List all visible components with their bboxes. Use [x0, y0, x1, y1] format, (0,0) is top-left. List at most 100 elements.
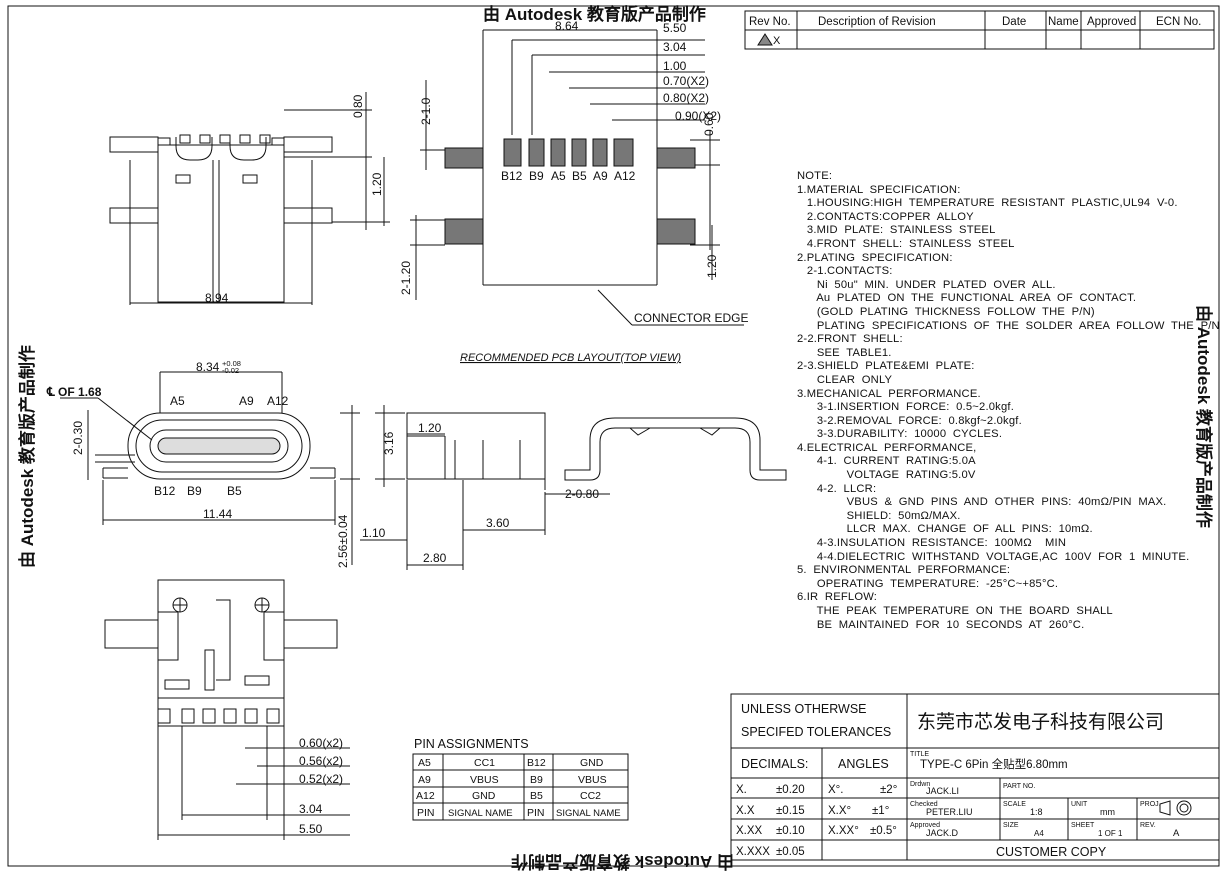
pcb-dim-080: 0.80(X2) — [663, 91, 709, 105]
approved-label: Approved — [910, 822, 940, 829]
pcb-pad-b9 — [528, 138, 545, 167]
note-line: 4.FRONT SHELL: STAINLESS STEEL — [797, 237, 1015, 250]
front-pin-a9: A9 — [239, 394, 254, 408]
side-view-360-dim: 3.60 — [486, 516, 510, 530]
scale-label: SCALE — [1003, 801, 1026, 808]
pin-cell: A9 — [418, 774, 431, 786]
rev-label: REV. — [1140, 822, 1156, 829]
note-line: SHIELD: 50mΩ/MAX. — [797, 509, 961, 522]
pcb-dim-2-120: 2-1.20 — [399, 261, 413, 295]
title-label: TITLE — [910, 751, 929, 758]
note-line: 3.MID PLATE: STAINLESS STEEL — [797, 224, 996, 237]
note-line: NOTE: — [797, 170, 833, 182]
pin-cell: B12 — [527, 757, 546, 769]
front-view-tol-upper: +0.08 — [222, 359, 241, 368]
note-line: CLEAR ONLY — [797, 373, 893, 386]
pcb-pin-b12: B12 — [501, 169, 523, 183]
rev-header-approved: Approved — [1087, 16, 1136, 28]
note-line: 4-1. CURRENT RATING:5.0A — [797, 455, 976, 468]
scale-value: 1:8 — [1030, 807, 1043, 817]
size-label: SIZE — [1003, 822, 1019, 829]
customer-copy: CUSTOMER COPY — [996, 845, 1107, 859]
rev-header-no: Rev No. — [749, 16, 791, 28]
note-line: 3-2.REMOVAL FORCE: 0.8kgf~2.0kgf. — [797, 414, 1022, 427]
pin-cell: B5 — [530, 790, 543, 802]
pcb-pin-a12: A12 — [614, 169, 636, 183]
decimals-label: DECIMALS: — [741, 757, 808, 771]
note-line: 3.MECHANICAL PERFORMANCE. — [797, 387, 981, 400]
front-pin-b12: B12 — [154, 484, 176, 498]
checked-label: Checked — [910, 801, 938, 808]
front-pin-b9: B9 — [187, 484, 202, 498]
rev-header-ecn: ECN No. — [1156, 16, 1201, 28]
pcb-dim-070: 0.70(X2) — [663, 74, 709, 88]
pin-cell: A12 — [416, 790, 435, 802]
pin-cell: CC2 — [580, 790, 601, 802]
note-line: BE MAINTAINED FOR 10 SECONDS AT 260°C. — [797, 618, 1085, 631]
tol-cell: ±2° — [880, 784, 897, 796]
shell-front-view — [564, 417, 787, 481]
pcb-pad-a12 — [613, 138, 634, 167]
unit-value: mm — [1100, 807, 1115, 817]
revision-table: Rev No. Description of Revision Date Nam… — [744, 10, 1215, 50]
drawing-title: TYPE-C 6Pin 全贴型6.80mm — [920, 757, 1068, 771]
pin-cell: GND — [580, 757, 604, 769]
tol-cell: ±1° — [872, 805, 889, 817]
pcb-pad-right-bottom — [656, 218, 696, 245]
rev-header-date: Date — [1002, 16, 1026, 28]
pcb-pad-a5 — [550, 138, 566, 167]
pcb-pad-right-top — [656, 147, 696, 169]
note-line: LLCR MAX. CHANGE OF ALL PINS: 10mΩ. — [797, 523, 1093, 536]
pin-cell: GND — [472, 790, 496, 802]
note-line: Ni 50u" MIN. UNDER PLATED OVER ALL. — [797, 278, 1056, 291]
pin-cell: SIGNAL NAME — [448, 808, 513, 819]
pin-cell: VBUS — [470, 774, 499, 786]
note-line: 4-2. LLCR: — [797, 482, 877, 495]
bottom-view-304-dim: 3.04 — [299, 802, 323, 816]
size-value: A4 — [1034, 829, 1044, 838]
pcb-dim-550: 5.50 — [663, 21, 687, 35]
bottom-view-550-dim: 5.50 — [299, 822, 323, 836]
side-view-height-dim: 3.16 — [382, 431, 396, 455]
pcb-dim-100: 1.00 — [663, 59, 687, 73]
note-line: 3-3.DURABILITY: 10000 CYCLES. — [797, 428, 1003, 441]
rev-row-no: X — [773, 35, 781, 47]
front-view-slot-dim: 2-0.30 — [71, 421, 85, 455]
front-view-height-dim: 2.56±0.04 — [336, 514, 350, 568]
tol-cell: X.X — [736, 805, 755, 817]
pin-cell: SIGNAL NAME — [556, 808, 621, 819]
note-line: 5. ENVIRONMENTAL PERFORMANCE: — [797, 564, 1011, 577]
note-line: Au PLATED ON THE FUNCTIONAL AREA OF CONT… — [797, 292, 1137, 305]
pcb-layout-title: RECOMMENDED PCB LAYOUT(TOP VIEW) — [460, 352, 681, 364]
rev-header-name: Name — [1048, 16, 1079, 28]
note-line: 4-3.INSULATION RESISTANCE: 100MΩ MIN — [797, 537, 1067, 550]
front-view — [60, 371, 360, 565]
pcb-connector-edge-label: CONNECTOR EDGE — [634, 311, 748, 325]
pin-cell: PIN — [417, 807, 435, 819]
front-view-width-dim: 8.34 — [196, 360, 220, 374]
pcb-pads — [444, 138, 696, 245]
notes-block: NOTE:1.MATERIAL SPECIFICATION: 1.HOUSING… — [797, 170, 1220, 632]
pcb-pad-left-bottom — [444, 218, 484, 245]
note-line: 3-1.INSERTION FORCE: 0.5~2.0kgf. — [797, 401, 1015, 414]
tol-cell: X.X° — [828, 805, 851, 817]
front-view-chamfer-label: ℄ OF 1.68 — [46, 385, 102, 399]
side-view-110-dim: 1.10 — [362, 526, 386, 540]
bottom-view-060-dim: 0.60(x2) — [299, 736, 343, 750]
note-line: 2-1.CONTACTS: — [797, 265, 893, 278]
approved-by: JACK.D — [926, 828, 959, 838]
note-line: SEE TABLE1. — [797, 346, 892, 359]
bottom-view-056-dim: 0.56(x2) — [299, 754, 343, 768]
angles-label: ANGLES — [838, 757, 889, 771]
pcb-dim-060: 0.60 — [702, 112, 716, 136]
tol-cell: ±0.10 — [776, 825, 805, 837]
pcb-dim-304: 3.04 — [663, 40, 687, 54]
note-line: 2.CONTACTS:COPPER ALLOY — [797, 210, 974, 223]
side-view-120-dim: 1.20 — [418, 421, 442, 435]
front-view-tol-lower: -0.02 — [222, 366, 239, 375]
tol-cell: X.XXX — [736, 846, 770, 858]
note-line: PLATING SPECIFICATIONS OF THE SOLDER ARE… — [797, 319, 1220, 332]
front-pin-b5: B5 — [227, 484, 242, 498]
tolerance-title-2: SPECIFED TOLERANCES — [741, 725, 891, 739]
pcb-pad-left-top — [444, 147, 484, 169]
